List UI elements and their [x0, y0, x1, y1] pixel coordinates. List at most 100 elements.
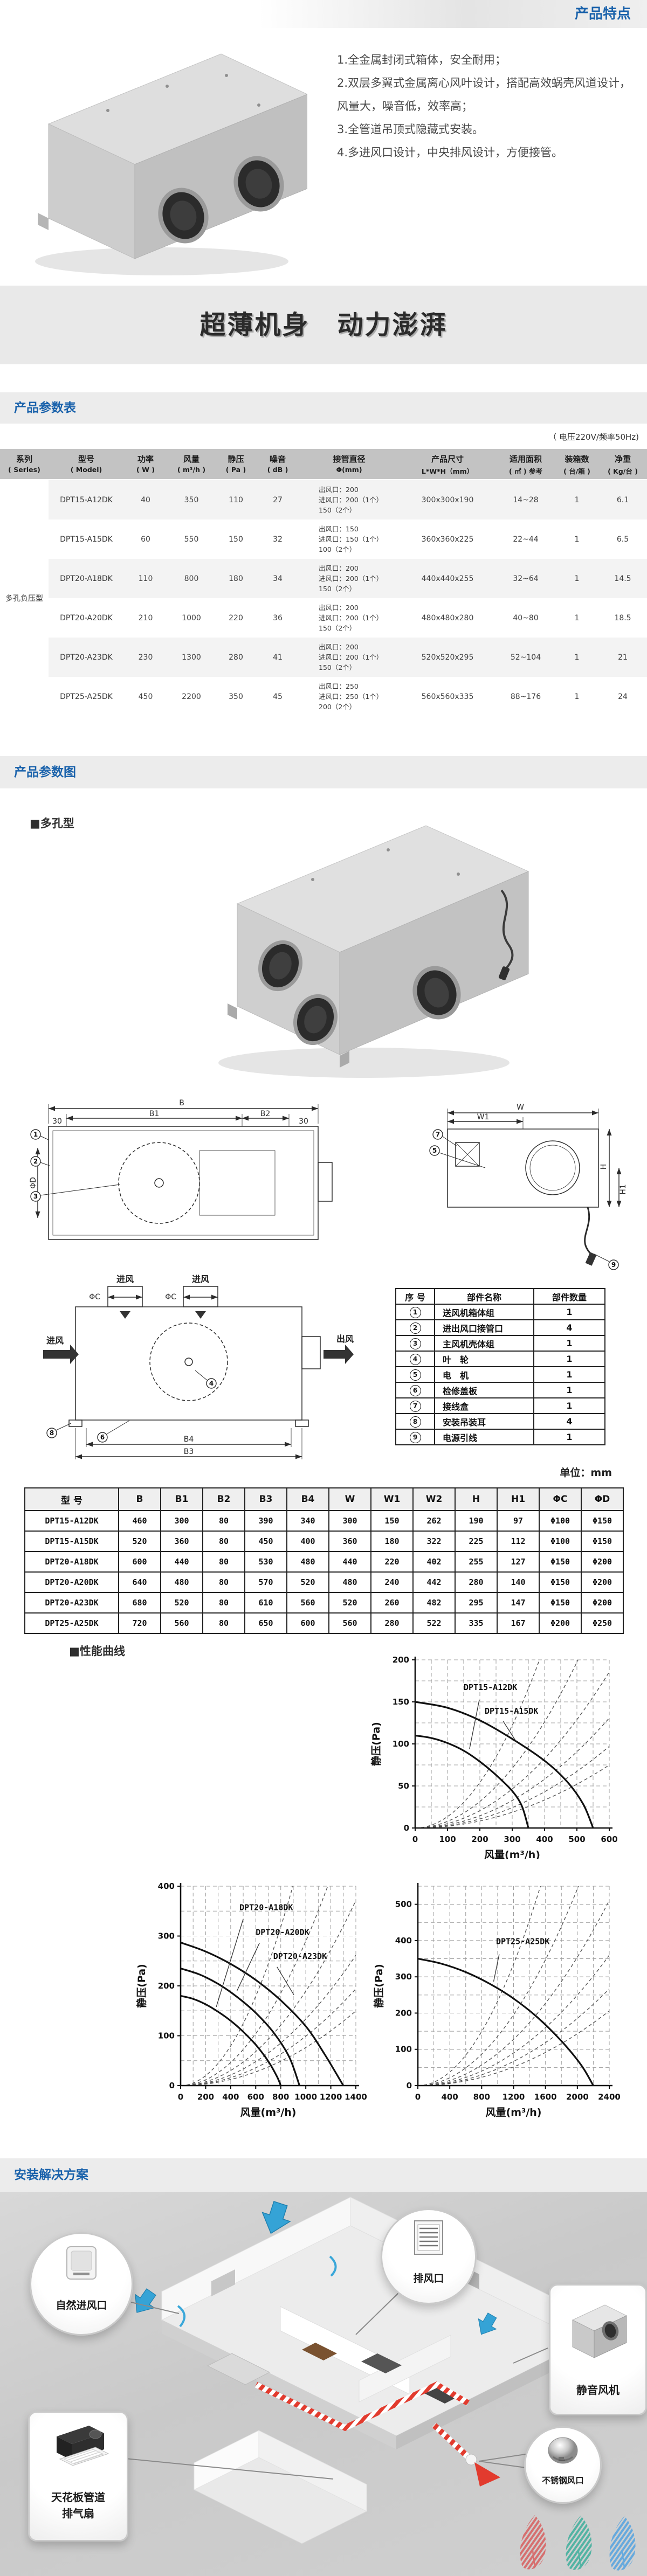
svg-text:500: 500: [568, 1834, 585, 1844]
series-label: DPT20-A23DK: [273, 1951, 327, 1961]
svg-text:B: B: [179, 1099, 184, 1107]
fan-curve-DPT25-A25DK: [418, 1957, 594, 2086]
svg-text:800: 800: [473, 2092, 490, 2102]
spec-section-bar: 产品参数表: [0, 392, 647, 424]
svg-text:8: 8: [50, 1429, 54, 1437]
callout-line: [513, 2348, 548, 2364]
dim-cell: DPT25-A25DK: [24, 1612, 119, 1634]
spec-cell: 41: [273, 653, 283, 662]
callout-line: [125, 2458, 334, 2480]
dim-header: ΦC: [539, 1487, 582, 1511]
dim-cell: 220: [370, 1551, 414, 1573]
dim-cell: 360: [160, 1531, 203, 1552]
callout-silent-fan: 静音风机: [549, 2284, 647, 2415]
feature-list: 1.全金属封闭式箱体，安全耐用； 2.双层多翼式金属离心风叶设计，搭配高效蜗壳风…: [337, 49, 639, 164]
unit-note: 单位：mm: [560, 1467, 612, 1479]
dim-cell: 190: [455, 1510, 498, 1532]
spec-column-header: 净重( Kg/台 ): [608, 454, 638, 475]
part-number: 3: [409, 1338, 421, 1349]
spec-cell: 1300: [182, 653, 201, 662]
voltage-note: （ 电压220V/频率50Hz): [548, 432, 639, 442]
spec-cell: 1000: [182, 613, 201, 622]
leaf-logo-blue: [609, 2516, 636, 2571]
svg-text:100: 100: [393, 1739, 409, 1749]
spec-cell: DPT20-A18DK: [60, 574, 113, 583]
svg-text:300: 300: [395, 1972, 412, 1982]
spec-column-header: 型号( Model): [70, 454, 102, 474]
silent-fan-image: [572, 2304, 628, 2358]
feature-line: 4.多进风口设计，中央排风设计，方便接管。: [337, 146, 563, 159]
dim-cell: Φ200: [581, 1571, 624, 1593]
fan-curve-DPT20-A23DK: [181, 1941, 345, 2086]
dim-cell: 560: [328, 1612, 371, 1634]
parts-cell: 电 机: [434, 1366, 534, 1383]
parts-cell: 5: [395, 1366, 435, 1383]
callout-line: [355, 2291, 401, 2335]
outflow-arrow-icon: [324, 1345, 354, 1364]
dim-cell: 300: [328, 1510, 371, 1532]
air-curl-icon: [329, 2255, 337, 2277]
engineering-drawings: B B1 B2 30 30 ΦD 1 2 3 W W1 H H1 5 7 9: [29, 1099, 625, 1459]
svg-text:1: 1: [33, 1131, 38, 1138]
series-label: DPT20-A18DK: [239, 1902, 293, 1912]
dim-cell: 335: [455, 1612, 498, 1634]
part-number: 1: [409, 1306, 421, 1318]
callout-2: 2: [30, 1156, 50, 1167]
series-label: DPT25-A25DK: [496, 1937, 549, 1947]
spec-cell: 52~104: [510, 653, 541, 662]
svg-text:进风: 进风: [116, 1274, 134, 1284]
ceiling-fan-image: [57, 2426, 109, 2466]
spec-cell: 440x440x255: [421, 574, 474, 583]
dim-cell: 280: [455, 1571, 498, 1593]
dim-header: B3: [244, 1487, 287, 1511]
dim-cell: 300: [160, 1510, 203, 1532]
airflow-arrow-icon: [261, 2201, 291, 2234]
spec-cell: 24: [618, 692, 628, 701]
dim-cell: Φ150: [581, 1531, 624, 1552]
spec-cell: 22~44: [513, 535, 539, 544]
dim-cell: 225: [455, 1531, 498, 1552]
spec-cell: 1: [574, 692, 580, 701]
svg-text:ΦD: ΦD: [29, 1177, 38, 1189]
leaf-logo-teal: [566, 2516, 592, 2570]
dim-header: H1: [497, 1487, 540, 1511]
svg-text:9: 9: [611, 1261, 616, 1269]
dim-cell: 80: [202, 1551, 245, 1573]
svg-text:1000: 1000: [294, 2092, 317, 2102]
dim-cell: 402: [412, 1551, 456, 1573]
svg-text:50: 50: [398, 1781, 409, 1791]
spec-column-header: 噪音( dB ): [267, 454, 288, 474]
svg-text:1200: 1200: [320, 2092, 342, 2102]
svg-text:B4: B4: [184, 1435, 194, 1444]
svg-text:5: 5: [432, 1147, 437, 1154]
part-number: 2: [409, 1322, 421, 1334]
dim-cell: 640: [118, 1571, 161, 1593]
dim-cell: 147: [497, 1592, 540, 1614]
spec-cell: 32~64: [513, 574, 539, 583]
spec-table-header: 系列( Series)型号( Model)功率( W )风量( m³/h )静压…: [0, 449, 647, 479]
feature-header-bar: 产品特点: [0, 0, 647, 28]
svg-text:W: W: [517, 1103, 524, 1112]
ceiling-grille-image: [414, 2220, 443, 2255]
type-label: ■多孔型: [30, 817, 74, 830]
dim-cell: 80: [202, 1612, 245, 1634]
dim-cell: DPT15-A15DK: [24, 1531, 119, 1552]
spec-cell: 230: [138, 653, 153, 662]
feature-header-title: 产品特点: [574, 6, 631, 22]
svg-text:0: 0: [178, 2092, 183, 2102]
callout-3: 3: [30, 1184, 120, 1202]
spec-column-header: 功率( W ): [136, 454, 155, 474]
callout-7: 7: [432, 1129, 458, 1147]
parts-cell: 1: [395, 1304, 435, 1320]
spec-cell: 180: [229, 574, 243, 583]
parts-cell: 9: [395, 1429, 435, 1445]
duct-outlet: [465, 2454, 477, 2466]
